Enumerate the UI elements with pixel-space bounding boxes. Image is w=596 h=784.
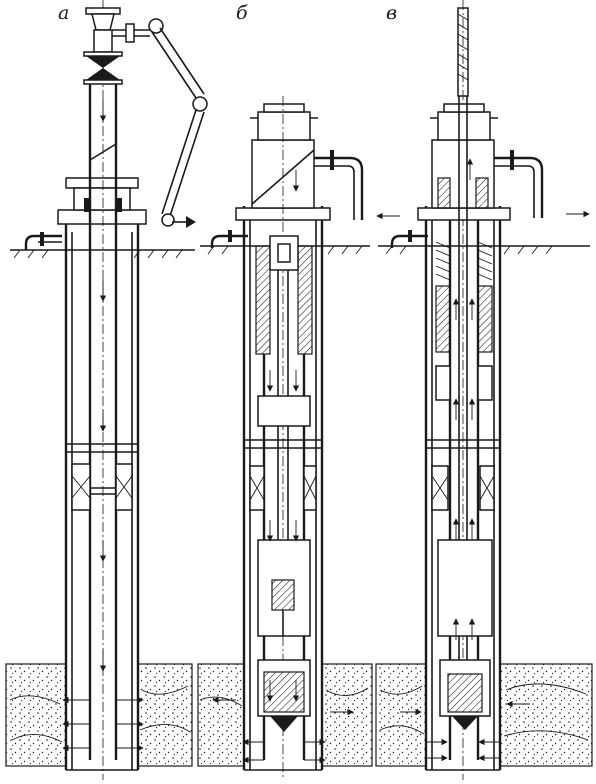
pump-chamber-c	[437, 539, 493, 637]
side-outlet-c-left	[390, 230, 428, 248]
bottom-valve-b	[257, 659, 311, 732]
panel-c	[375, 0, 593, 780]
label-panel-b: б	[236, 2, 248, 24]
side-outlet-c-right	[494, 150, 590, 218]
pump-chamber-b	[257, 539, 311, 637]
head-unit-b	[235, 96, 331, 780]
label-panel-c: в	[386, 2, 398, 24]
flow-arrows-a	[62, 100, 144, 752]
panel-a	[5, 0, 208, 780]
ground-line-a	[10, 249, 195, 259]
side-outlet-b-left	[210, 230, 248, 248]
packer-b	[249, 465, 317, 511]
ground-line-c	[378, 245, 590, 255]
flow-arrows-c	[400, 158, 530, 762]
packer-a	[71, 463, 133, 511]
wellhead-valve-a	[83, 7, 123, 85]
seal-packing-b	[255, 235, 313, 355]
spring-packing-c	[435, 241, 493, 353]
swivel-arm-a	[112, 18, 208, 228]
panel-b	[197, 96, 400, 780]
flow-arrows-b	[212, 170, 354, 764]
side-outlet-a	[24, 232, 62, 250]
bottom-valve-c	[439, 659, 491, 730]
packer-c	[431, 465, 495, 511]
casing-head-a	[57, 177, 147, 225]
formation-b	[197, 663, 373, 767]
formation-a	[5, 663, 193, 767]
label-panel-a: а	[58, 2, 70, 24]
head-unit-c	[417, 103, 511, 221]
side-outlet-b-right	[314, 150, 400, 220]
